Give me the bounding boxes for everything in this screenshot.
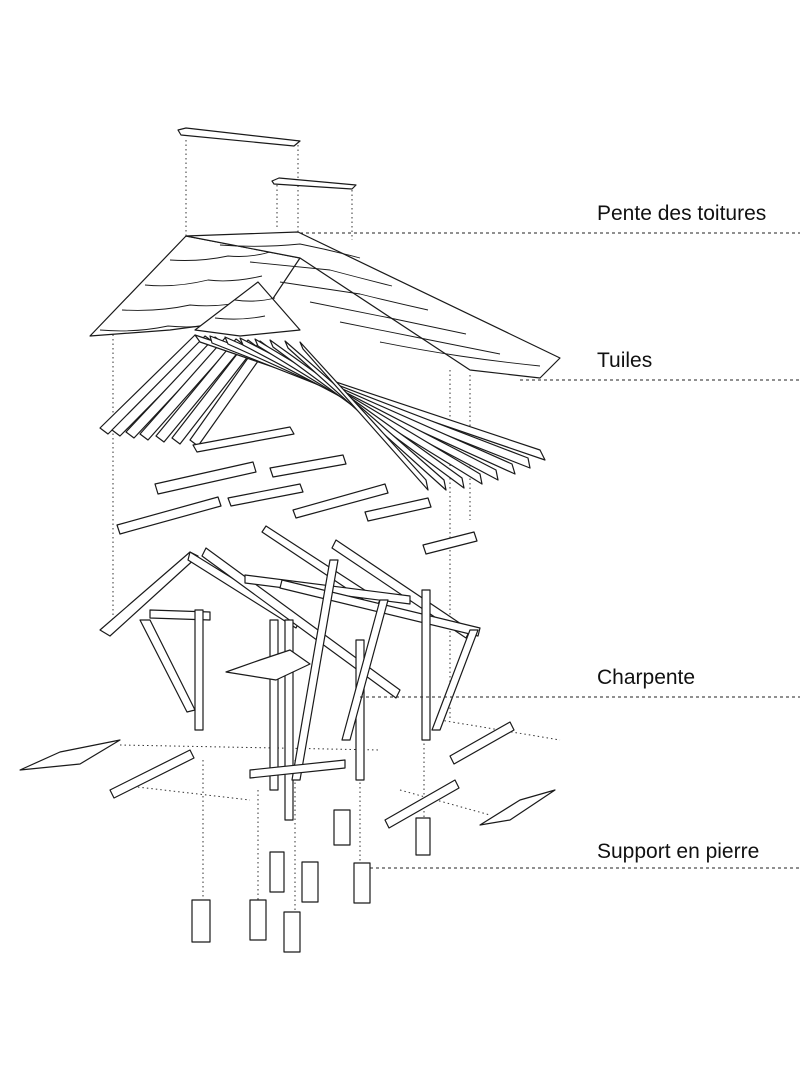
roof-tiles-lower [194,281,301,337]
label-roof-slope: Pente des toitures [597,202,766,225]
stone-supports [191,809,431,953]
roof-tiles-right [185,231,561,379]
purlins [116,426,478,555]
ridge-cap-upper [177,127,357,190]
sill-and-stones [19,721,556,829]
label-frame: Charpente [597,666,695,689]
timber-frame [99,525,481,821]
label-stone-support: Support en pierre [597,840,759,863]
roof-battens [99,334,546,491]
leader-lines [300,232,800,869]
label-tiles: Tuiles [597,349,652,372]
